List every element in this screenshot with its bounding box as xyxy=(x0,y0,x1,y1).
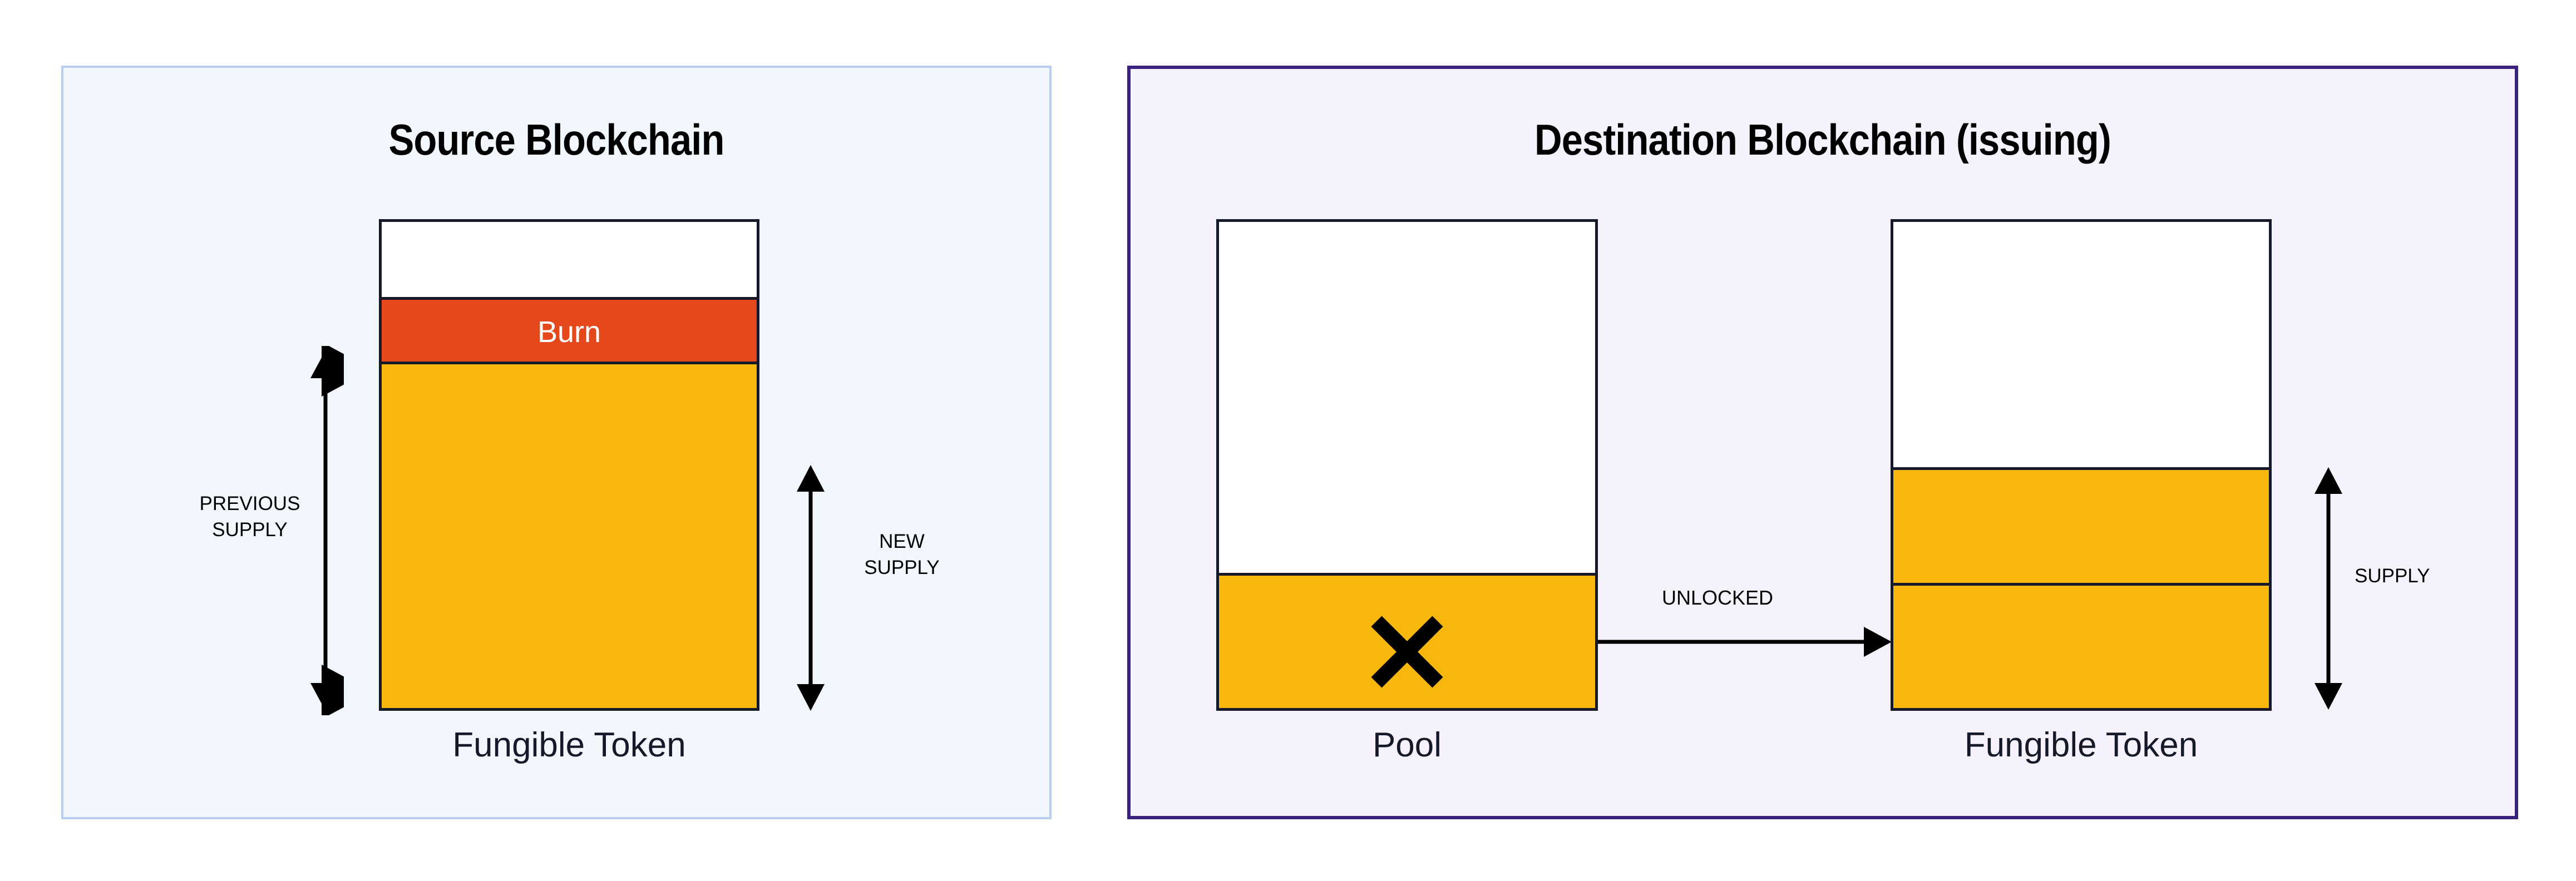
segment-burn: Burn xyxy=(382,297,757,362)
caption-pool: Pool xyxy=(1372,726,1442,764)
new-supply-label: NEW SUPPLY xyxy=(864,531,940,579)
panel-source-blockchain: Source Blockchain Burn Fungible Token xyxy=(61,66,1052,819)
unlocked-flow-label: UNLOCKED xyxy=(1662,586,1774,609)
segment-burn-label: Burn xyxy=(537,315,601,349)
supply-label: SUPPLY xyxy=(2355,565,2430,587)
unlocked-flow-arrow xyxy=(1598,627,1892,657)
new-supply-measure-arrow xyxy=(797,465,825,711)
segment-source-supply xyxy=(382,362,757,708)
panel-source-title: Source Blockchain xyxy=(388,115,724,164)
previous-supply-label: PREVIOUS SUPPLY xyxy=(199,493,300,541)
panel-destination-blockchain: Destination Blockchain (issuing) Pool Fu… xyxy=(1127,66,2518,819)
segment-destination-headroom xyxy=(1893,222,2269,467)
segment-existing-supply xyxy=(1893,583,2269,708)
caption-destination-fungible-token: Fungible Token xyxy=(1964,726,2198,764)
stack-destination-fungible-token xyxy=(1891,219,2272,711)
segment-pool-locked xyxy=(1219,573,1595,708)
supply-measure-arrow xyxy=(2315,467,2342,710)
stack-pool xyxy=(1216,219,1598,711)
caption-source-fungible-token: Fungible Token xyxy=(452,726,686,764)
segment-newly-unlocked xyxy=(1893,467,2269,583)
segment-headroom xyxy=(382,222,757,297)
panel-destination-title: Destination Blockchain (issuing) xyxy=(1534,115,2111,164)
segment-pool-headroom xyxy=(1219,222,1595,573)
stack-source-fungible-token: Burn xyxy=(379,219,759,711)
x-mark-icon xyxy=(1371,616,1443,688)
previous-supply-measure-arrow xyxy=(310,346,344,715)
